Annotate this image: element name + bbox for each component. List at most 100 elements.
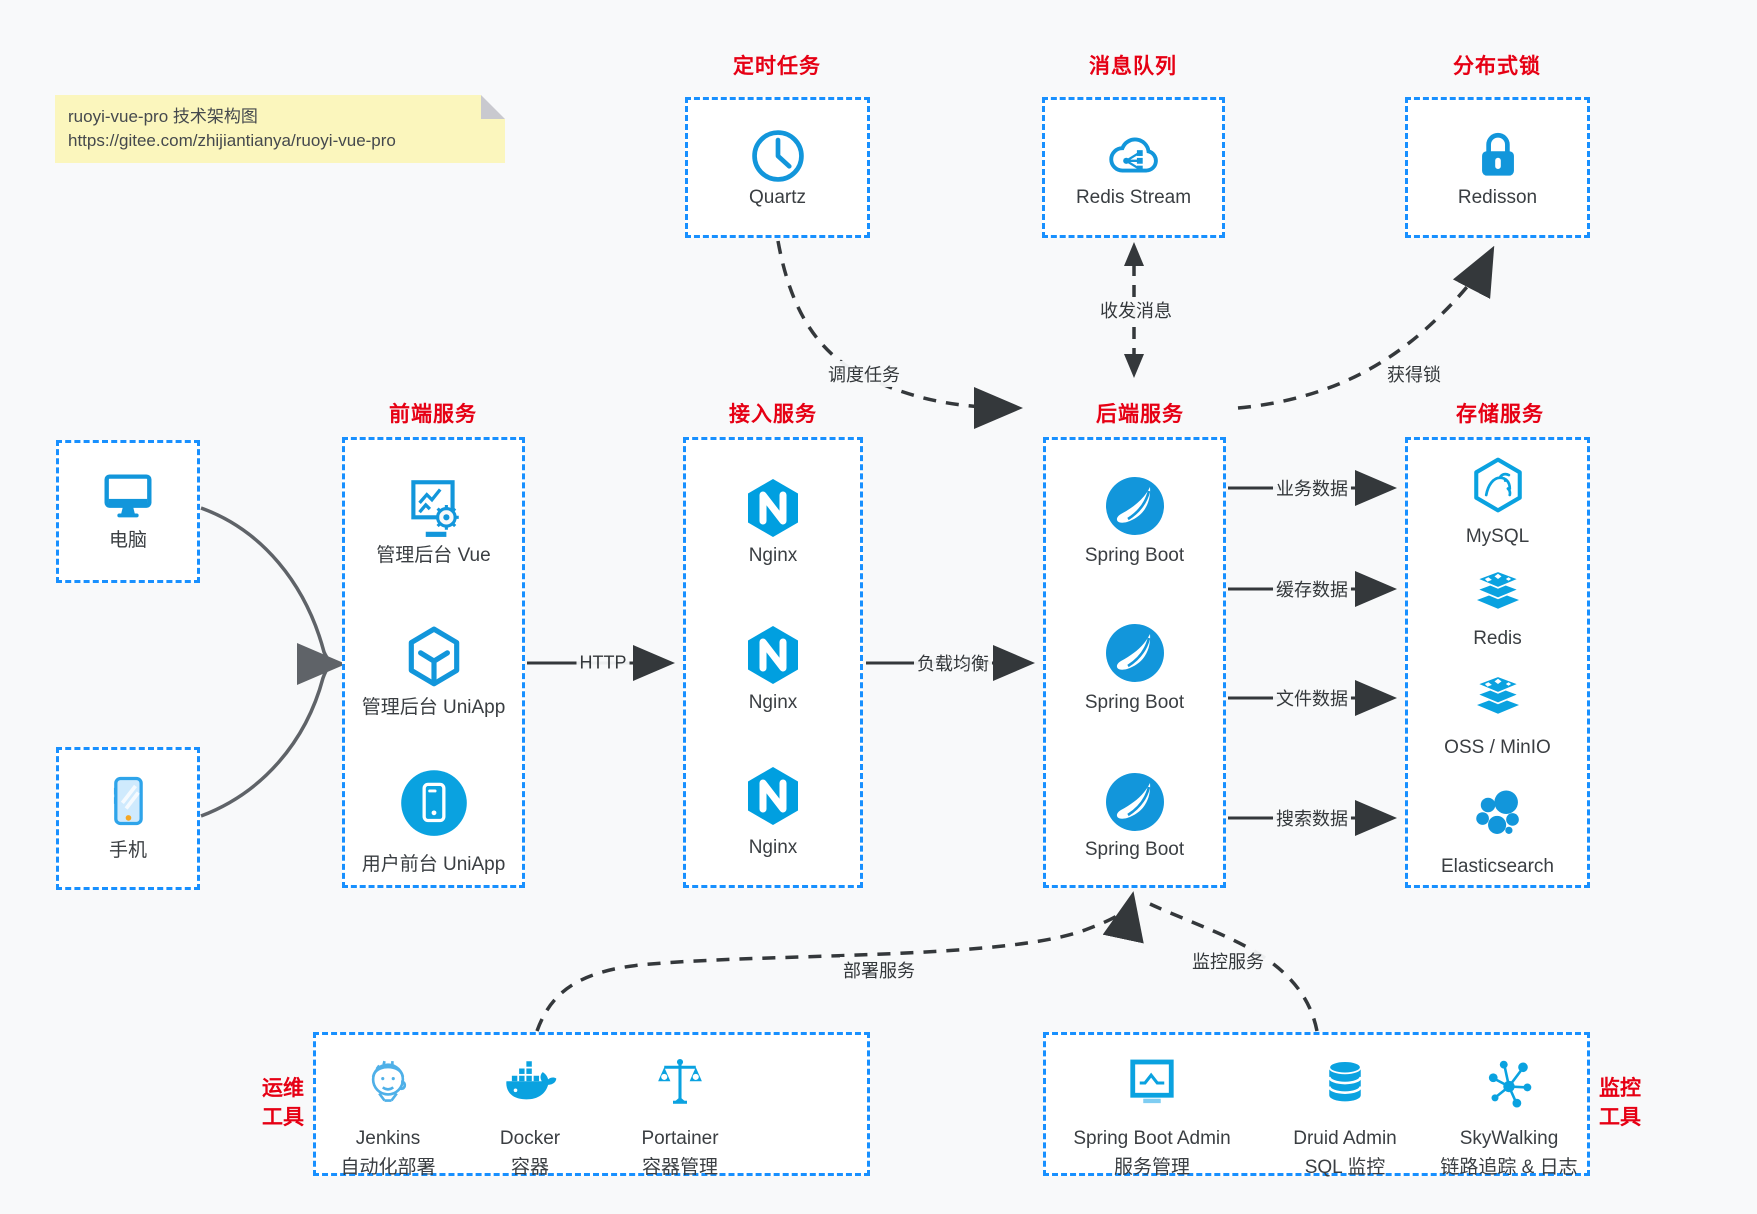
backend-item-spring-3 [1046,770,1223,834]
redis-stream-item [1045,124,1222,186]
desktop-icon [104,474,152,518]
edge-label-monitor: 监控服务 [1189,948,1267,974]
frontend-item-vue-label: 管理后台 Vue [376,545,491,566]
lock-icon [1481,132,1514,176]
storage-box: MySQL Redis OSS / MinIO [1405,437,1590,888]
edge-label-messaging: 收发消息 [1097,297,1175,323]
column-title-backend: 后端服务 [1096,403,1184,426]
monitor-item-skywalking: SkyWalking 链路追踪 & 日志 [1409,1035,1609,1178]
ops-tools-title: 运维 工具 [251,1074,315,1132]
mysql-icon [1473,457,1522,513]
monitor-item-sba-desc: 服务管理 [1113,1157,1190,1178]
gateway-item-nginx-2-label: Nginx [748,692,798,713]
edge-messaging-arrow-down [1124,354,1144,378]
storage-item-elasticsearch [1408,785,1587,843]
phone-icon [113,776,143,826]
cube-icon [408,626,459,687]
spring-icon [1105,624,1164,682]
storage-item-mysql-label: MySQL [1465,526,1530,547]
gateway-item-nginx-3 [686,764,860,828]
frontend-item-uniapp-admin-label: 管理后台 UniApp [361,697,506,718]
edge-label-http: HTTP [576,652,630,674]
group-title-scheduled-tasks: 定时任务 [733,55,821,78]
phone-client-label: 手机 [108,840,147,861]
monitor-item-sba-name: Spring Boot Admin [1073,1128,1231,1149]
note-url: https://gitee.com/zhijiantianya/ruoyi-vu… [68,131,396,150]
edge-label-load-balance: 负载均衡 [914,650,992,676]
ops-item-portainer: Portainer 容器管理 [600,1035,760,1178]
monitor-tools-title-line1: 监控 [1599,1077,1641,1100]
edge-label-search-data: 搜索数据 [1273,805,1351,831]
monitor-item-druid: Druid Admin SQL 监控 [1265,1035,1425,1178]
nginx-icon [748,767,798,825]
redisson-box: Redisson [1405,97,1590,238]
ops-item-jenkins-name: Jenkins [355,1128,421,1149]
clock-icon [751,130,804,182]
admin-screen-gear-icon [410,480,459,537]
phone-client-box: 手机 [56,747,200,890]
monitor-chart-icon [1130,1059,1174,1104]
edge-label-cache-data: 缓存数据 [1273,576,1351,602]
column-title-gateway: 接入服务 [729,403,817,426]
monitor-tools-box: Spring Boot Admin 服务管理 Druid Admin SQL 监… [1043,1032,1590,1178]
storage-item-mysql [1408,456,1587,514]
group-title-distributed-lock: 分布式锁 [1453,55,1541,78]
gateway-item-nginx-2 [686,623,860,687]
ops-item-docker: Docker 容器 [450,1035,610,1178]
edge-label-schedule: 调度任务 [825,361,903,387]
note-title: ruoyi-vue-pro 技术架构图 [68,107,258,126]
frontend-item-uniapp-user [345,768,522,838]
gateway-item-nginx-1 [686,476,860,540]
sticky-note: ruoyi-vue-pro 技术架构图 https://gitee.com/zh… [55,95,505,163]
redisson-label: Redisson [1457,187,1538,208]
backend-box: Spring Boot Spring Boot Spring Boot [1043,437,1226,888]
edge-label-acquire-lock: 获得锁 [1384,361,1444,387]
redis-stream-box: Redis Stream [1042,97,1225,238]
edge-deploy [535,891,1144,1032]
monitor-item-sba: Spring Boot Admin 服务管理 [1052,1035,1252,1178]
storage-stack-icon [1474,675,1521,714]
edge-label-business-data: 业务数据 [1273,475,1351,501]
monitor-tools-title-line2: 工具 [1599,1106,1641,1129]
quartz-item [688,126,867,186]
ops-tools-title-line1: 运维 [262,1077,304,1100]
gateway-item-nginx-3-label: Nginx [748,837,798,858]
database-icon [1327,1060,1363,1102]
app-circle-phone-icon [400,770,467,836]
monitor-item-druid-desc: SQL 监控 [1304,1157,1386,1178]
edge-phone-to-frontend [200,643,346,818]
monitor-item-skywalking-desc: 链路追踪 & 日志 [1440,1157,1578,1178]
ops-item-portainer-name: Portainer [641,1128,719,1149]
redis-stack-icon [1474,570,1521,609]
ops-tools-box: Jenkins 自动化部署 Docker 容器 [313,1032,870,1178]
jenkins-icon [371,1060,407,1102]
edge-label-file-data: 文件数据 [1273,685,1351,711]
ops-item-jenkins: Jenkins 自动化部署 [308,1035,468,1178]
elasticsearch-icon [1475,790,1519,834]
backend-item-spring-3-label: Spring Boot [1084,839,1185,860]
pc-client-item [59,465,197,527]
edge-acquire-lock [1237,245,1495,410]
gateway-item-nginx-1-label: Nginx [748,545,798,566]
monitor-item-druid-name: Druid Admin [1293,1128,1397,1149]
pc-client-label: 电脑 [108,530,147,551]
cloud-share-icon [1108,137,1158,173]
storage-item-redis-label: Redis [1473,628,1522,649]
nginx-icon [748,626,798,684]
backend-item-spring-2-label: Spring Boot [1084,692,1185,713]
gateway-box: Nginx Nginx Nginx [683,437,863,888]
storage-item-oss-label: OSS / MinIO [1444,737,1551,758]
ops-item-docker-name: Docker [499,1128,561,1149]
backend-item-spring-1-label: Spring Boot [1084,545,1185,566]
storage-item-oss [1408,670,1587,726]
storage-item-redis [1408,565,1587,621]
portainer-scales-icon [658,1058,702,1104]
ops-item-docker-desc: 容器 [510,1157,549,1178]
ops-item-jenkins-desc: 自动化部署 [340,1157,436,1178]
topology-icon [1488,1060,1532,1108]
monitor-tools-title: 监控 工具 [1588,1074,1652,1132]
frontend-item-uniapp-user-label: 用户前台 UniApp [361,854,506,875]
edge-messaging-arrow-up [1124,242,1144,266]
redisson-item [1408,124,1587,184]
group-title-message-queue: 消息队列 [1089,55,1177,78]
